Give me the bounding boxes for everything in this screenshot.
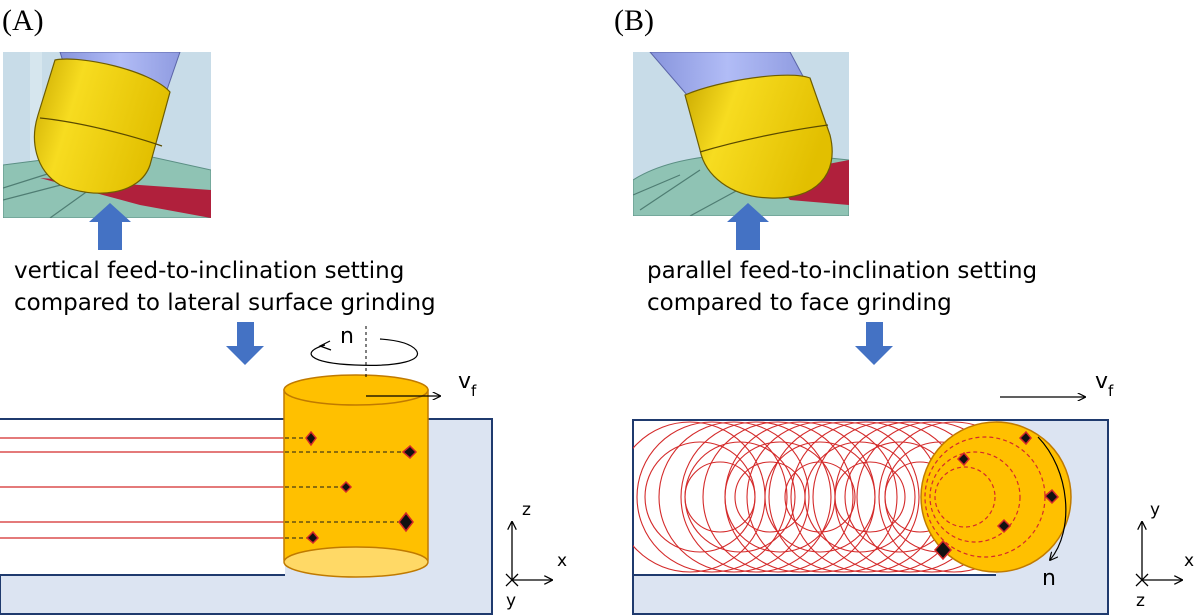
cylinder-bottom-face xyxy=(283,546,429,578)
caption-b-line1: parallel feed-to-inclination setting xyxy=(647,258,1037,284)
trace-lines-a xyxy=(0,437,285,539)
caption-a-line1: vertical feed-to-inclination setting xyxy=(14,258,404,284)
feed-symbol-b: vf xyxy=(1095,369,1114,400)
axes-a: z x y xyxy=(505,500,567,611)
abrasive-grains-b xyxy=(933,430,1060,561)
feed-sub-a: f xyxy=(471,382,477,400)
panel-b-label: (B) xyxy=(614,4,654,37)
caption-a-line2: compared to lateral surface grinding xyxy=(14,290,436,316)
render-thumbnail-a xyxy=(3,52,211,218)
axes-b: y x z xyxy=(1135,500,1194,611)
rotation-symbol-b: n xyxy=(1042,566,1056,591)
feed-sub-b: f xyxy=(1108,382,1114,400)
render-thumbnail-b xyxy=(633,52,849,216)
trace-circles-b xyxy=(633,421,1030,573)
axis-b-up: y xyxy=(1150,500,1160,520)
rotation-arrow-a xyxy=(310,338,419,366)
rotation-symbol-a: n xyxy=(340,324,354,349)
up-arrow-a xyxy=(89,203,131,250)
rotation-arrow-b xyxy=(1037,436,1067,560)
axis-a-into: y xyxy=(506,591,516,611)
panel-a-label: (A) xyxy=(2,4,44,37)
caption-b-line2: compared to face grinding xyxy=(647,290,952,316)
axis-b-into: z xyxy=(1136,591,1145,611)
down-arrow-b xyxy=(855,322,893,365)
up-arrow-b xyxy=(727,203,769,250)
axis-b-right: x xyxy=(1184,551,1194,571)
panel-a: (A) vertical feed-to-inclination setting… xyxy=(0,4,567,615)
down-arrow-a xyxy=(226,322,264,365)
cylinder-tool-a xyxy=(283,374,429,578)
feed-symbol-a: vf xyxy=(458,369,477,400)
feed-v-b: v xyxy=(1095,369,1108,394)
abrasive-grains-a xyxy=(305,430,418,545)
panel-b: (B) parallel feed-to-inclination setting… xyxy=(614,4,1194,615)
axis-a-right: x xyxy=(557,551,567,571)
axis-a-up: z xyxy=(522,500,531,520)
face-tool-b xyxy=(920,421,1072,573)
feed-v-a: v xyxy=(458,369,471,394)
